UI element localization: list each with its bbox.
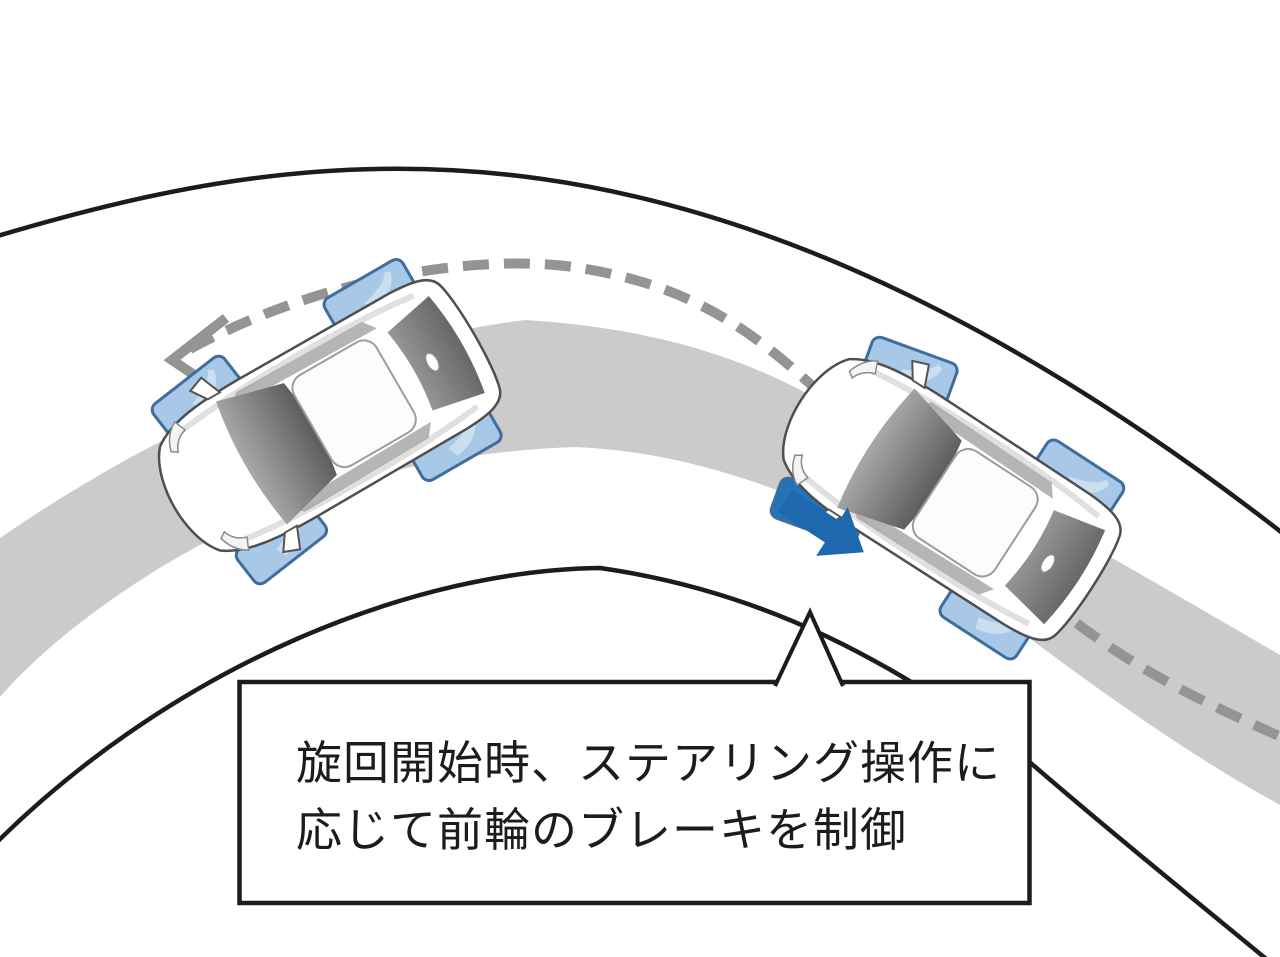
road-inner-edge-line: [0, 565, 1268, 957]
road-outer-edge-line: [0, 166, 1280, 534]
brake-force-arrow-icon: [777, 490, 864, 556]
callout-bubble: 旋回開始時、ステアリング操作に 応じて前輪のブレーキを制御: [237, 607, 1032, 906]
callout-pointer: [773, 607, 845, 687]
callout-box: [237, 679, 1032, 906]
callout-text-line-1: 旋回開始時、ステアリング操作に: [296, 737, 1001, 789]
callout-text-line-2: 応じて前輪のブレーキを制御: [296, 804, 907, 856]
